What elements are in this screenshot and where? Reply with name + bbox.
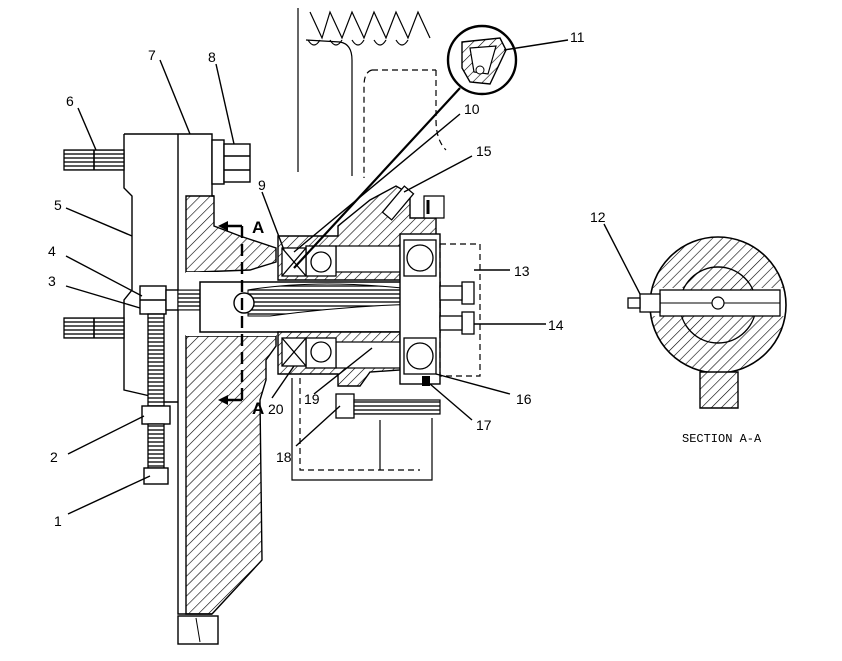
callout-5: 5 [54,197,62,213]
bearing-front-upper [403,239,437,277]
section-caption: SECTION A-A [682,432,762,446]
bolt-18 [335,393,441,419]
adjusting-screw-1 [141,313,171,485]
bearing-rear-upper [305,245,337,277]
callout-12: 12 [590,209,606,225]
callout-8: 8 [208,49,216,65]
callout-10: 10 [464,101,480,117]
nut-13 [439,281,475,305]
leader-lines [65,39,641,515]
seal-9 [281,247,307,277]
callout-17: 17 [476,417,492,433]
callout-18: 18 [276,449,292,465]
callout-3: 3 [48,273,56,289]
callout-labels: 1 2 3 4 5 6 7 8 9 10 11 12 13 14 15 16 1… [48,29,606,529]
bearing-rear-lower [305,337,337,369]
callout-1: 1 [54,513,62,529]
section-mark-bottom: A [252,399,264,418]
callout-20: 20 [268,401,284,417]
bolt-8 [211,139,251,185]
stud-lower [63,317,125,339]
grease-fitting-12 [627,293,661,313]
engine-outline [291,8,447,481]
section-mark-top: A [252,218,264,237]
callout-2: 2 [50,449,58,465]
section-a-a-view [649,236,787,409]
seal-20 [281,337,307,367]
callout-13: 13 [514,263,530,279]
callout-16: 16 [516,391,532,407]
nut-4 [139,285,179,315]
stud-upper [63,149,125,171]
callout-7: 7 [148,47,156,63]
detail-bubble-11 [293,24,518,269]
callout-11: 11 [570,29,585,45]
callout-9: 9 [258,177,266,193]
pin-17 [422,376,430,386]
bearing-front-lower [403,337,437,375]
section-arrows [218,221,228,405]
fan-drive-housing [177,133,277,645]
nut-14 [439,311,475,335]
callout-15: 15 [476,143,492,159]
callout-6: 6 [66,93,74,109]
callout-19: 19 [304,391,320,407]
callout-4: 4 [48,243,56,259]
callout-14: 14 [548,317,564,333]
threaded-rod [177,289,203,311]
